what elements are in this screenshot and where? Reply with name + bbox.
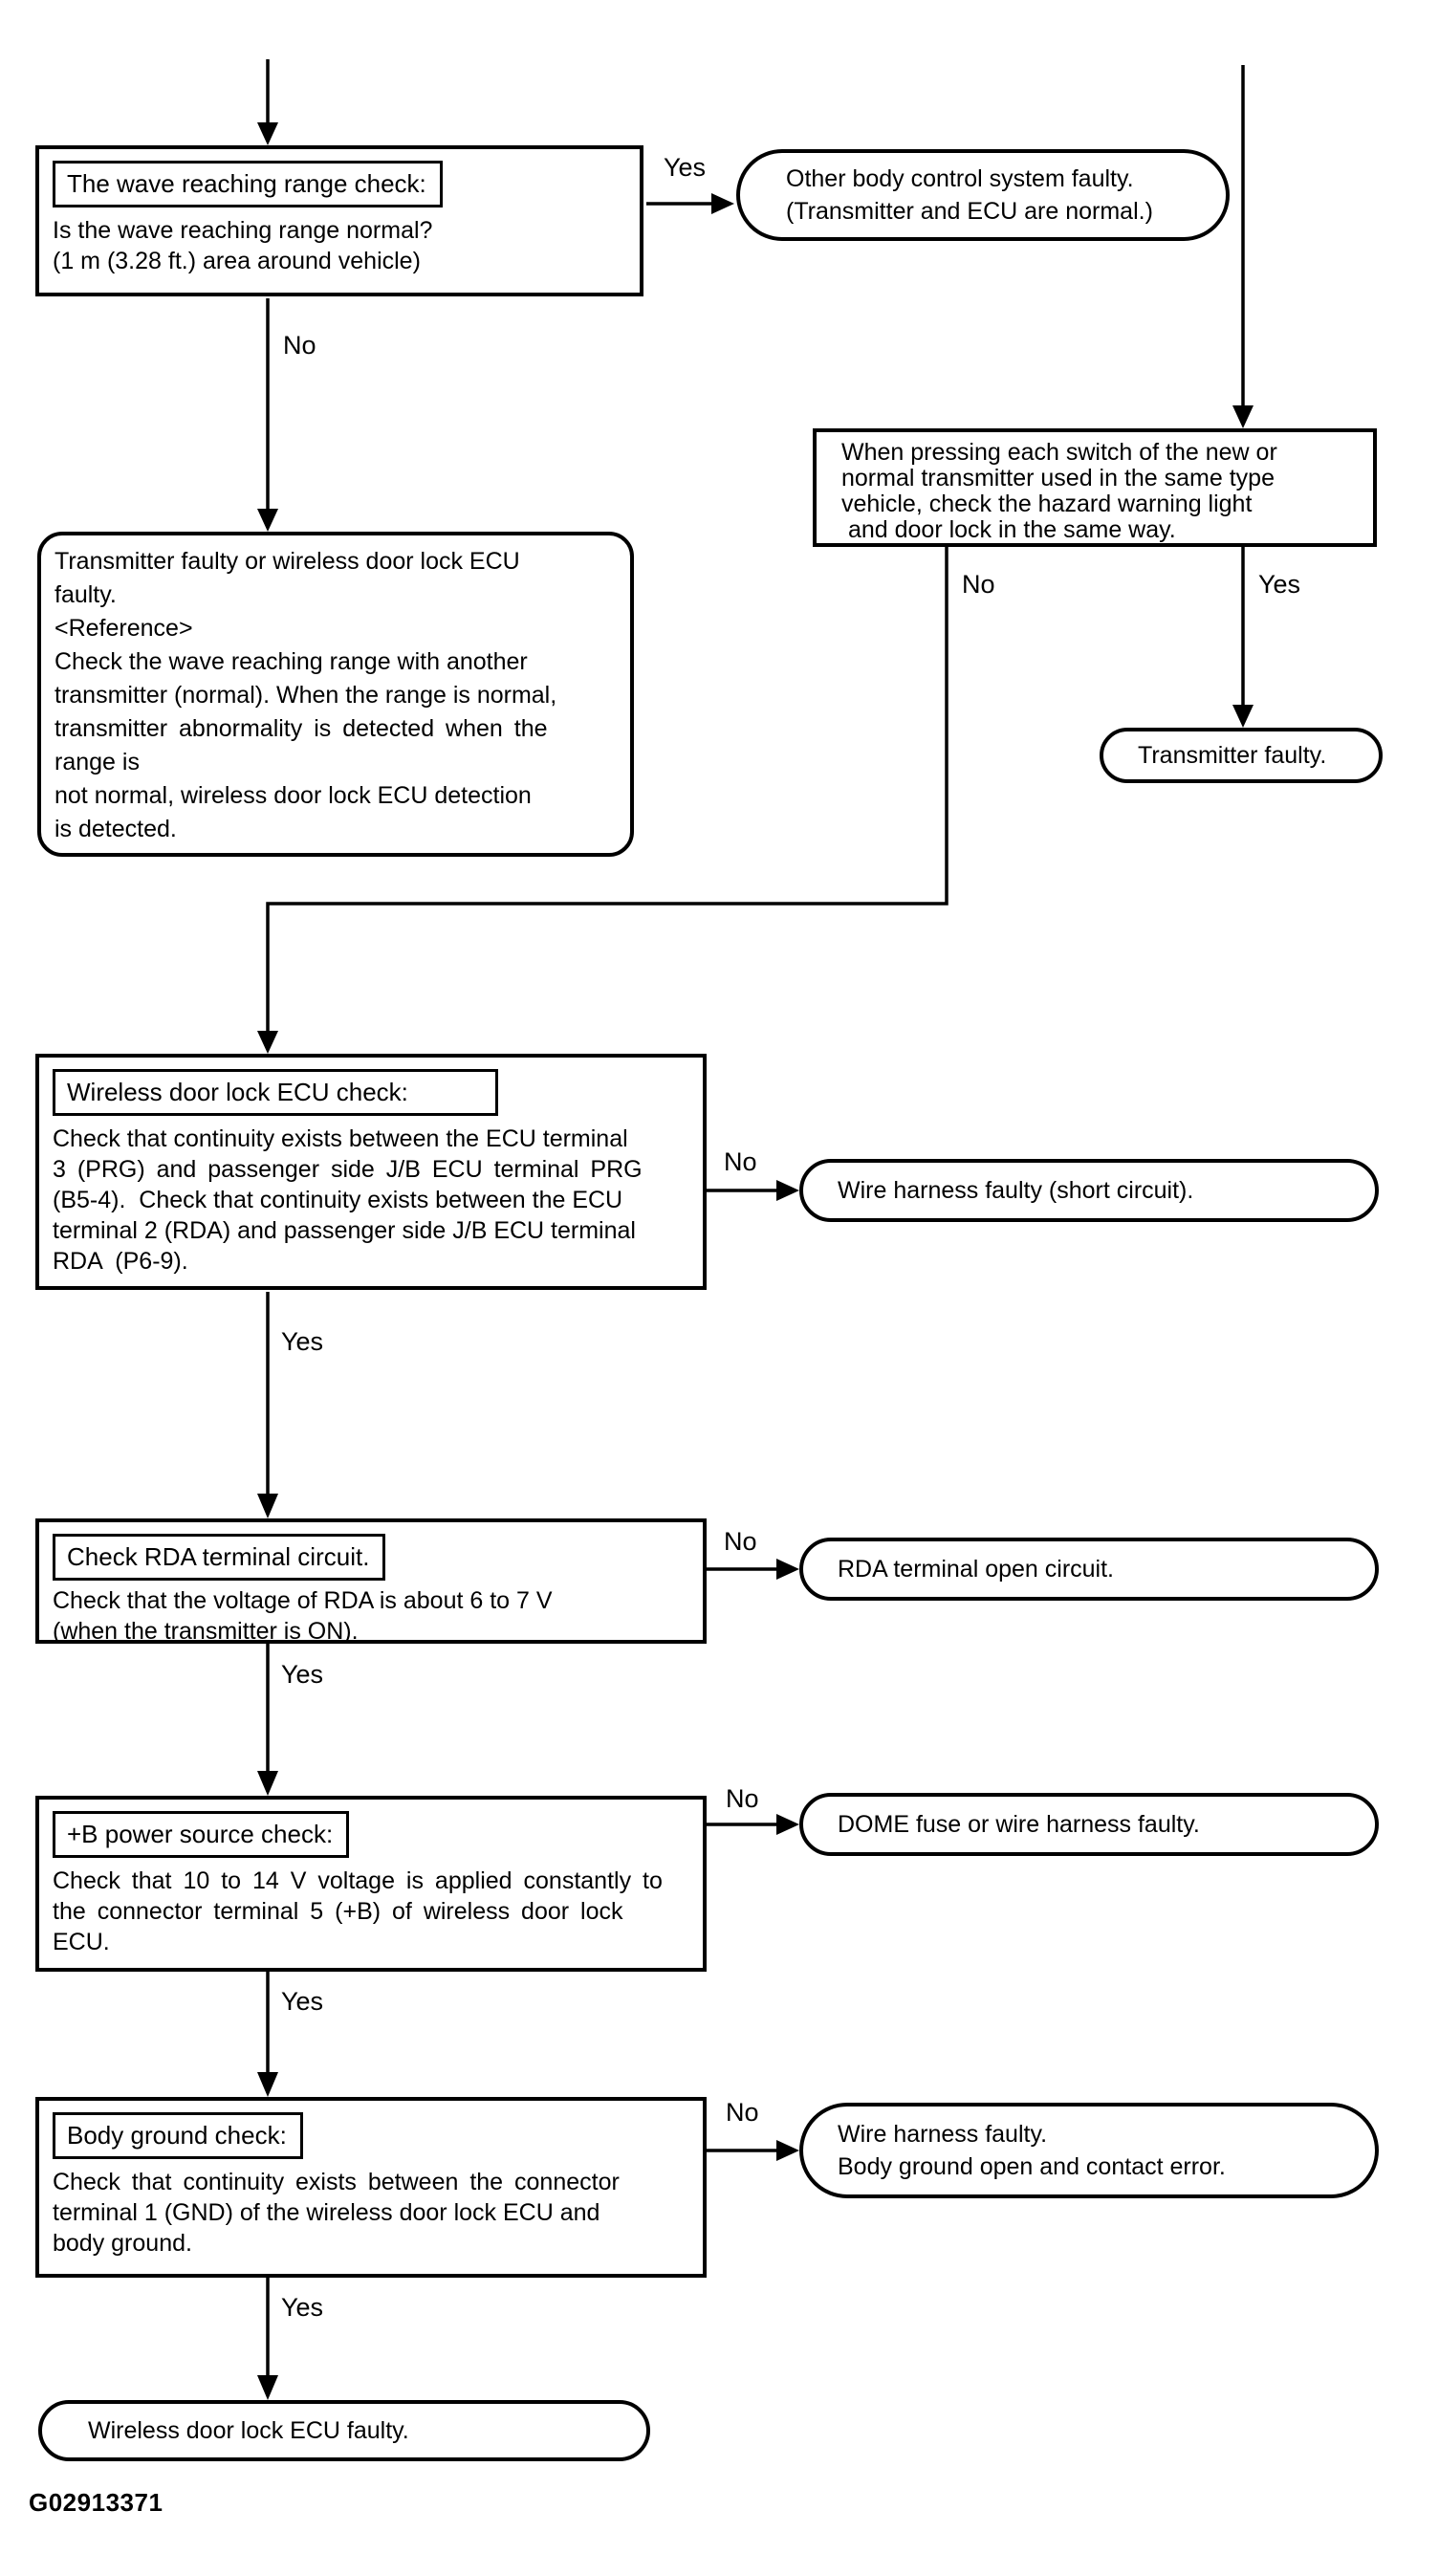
- node-wireless-ecu-check-title: Wireless door lock ECU check:: [53, 1069, 498, 1116]
- arrowhead-yes-press-switch: [1232, 705, 1254, 728]
- text-line: Check that continuity exists between the…: [53, 1125, 628, 1152]
- arrowhead-yes-ecu-check: [257, 1494, 278, 1518]
- node-rda-terminal-check-title: Check RDA terminal circuit.: [53, 1534, 386, 1581]
- text-line: (Transmitter and ECU are normal.): [786, 198, 1153, 225]
- text-line: terminal 2 (RDA) and passenger side J/B …: [53, 1217, 636, 1244]
- edge-label-no-rda-check: No: [724, 1527, 757, 1556]
- text-line: RDA terminal open circuit.: [838, 1556, 1115, 1583]
- arrowhead-no-ground-check: [776, 2140, 799, 2161]
- connector-no-press-switch: [266, 547, 948, 1033]
- text-line: body ground.: [53, 2230, 192, 2257]
- text-line: range is: [55, 749, 140, 775]
- edge-label-yes-ecu-check: Yes: [281, 1327, 324, 1356]
- node-body-ground-check: Body ground check: Check that continuity…: [35, 2097, 707, 2278]
- arrowhead-yes-rda-check: [257, 1771, 278, 1796]
- arrowhead-no-press-switch: [257, 1031, 278, 1054]
- text-line: (1 m (3.28 ft.) area around vehicle): [53, 248, 421, 274]
- text-line: transmitter abnormality is detected when…: [55, 715, 548, 742]
- arrowhead-yes-power-check: [257, 2072, 278, 2097]
- text-line: Is the wave reaching range normal?: [53, 217, 433, 244]
- text-line: the connector terminal 5 (+B) of wireles…: [53, 1898, 623, 1925]
- text-line: DOME fuse or wire harness faulty.: [838, 1811, 1200, 1838]
- text-line: not normal, wireless door lock ECU detec…: [55, 782, 532, 809]
- terminator-wire-harness-ground-faulty: Wire harness faulty. Body ground open an…: [799, 2103, 1379, 2198]
- node-wave-range-check-title: The wave reaching range check:: [53, 161, 443, 207]
- terminator-other-body-control-faulty: Other body control system faulty. (Trans…: [736, 149, 1230, 241]
- edge-label-no-ground-check: No: [726, 2098, 759, 2127]
- edge-label-no-ecu-check: No: [724, 1147, 757, 1176]
- node-transmitter-or-ecu-faulty-reference: Transmitter faulty or wireless door lock…: [37, 532, 634, 857]
- text-line: Transmitter faulty.: [1138, 742, 1327, 769]
- figure-id-caption: G02913371: [29, 2488, 164, 2517]
- terminator-rda-open-circuit: RDA terminal open circuit.: [799, 1538, 1379, 1601]
- node-power-source-check: +B power source check: Check that 10 to …: [35, 1796, 707, 1972]
- arrowhead-no-ecu-check: [776, 1180, 799, 1201]
- edge-label-yes-wave: Yes: [664, 153, 707, 182]
- text-line: (when the transmitter is ON).: [53, 1618, 359, 1645]
- text-line: 3 (PRG) and passenger side J/B ECU termi…: [53, 1156, 643, 1183]
- terminator-wire-harness-short-circuit: Wire harness faulty (short circuit).: [799, 1159, 1379, 1222]
- edge-label-no-press-switch: No: [962, 570, 995, 599]
- text-line: vehicle, check the hazard warning light: [841, 491, 1253, 517]
- text-line: Check that continuity exists between the…: [53, 2169, 620, 2195]
- edge-label-no-wave: No: [283, 331, 316, 360]
- text-line: and door lock in the same way.: [841, 516, 1176, 543]
- text-line: RDA (P6-9).: [53, 1248, 188, 1275]
- text-line: Other body control system faulty.: [786, 165, 1134, 192]
- node-rda-terminal-check: Check RDA terminal circuit. Check that t…: [35, 1518, 707, 1645]
- node-body-ground-check-title: Body ground check:: [53, 2112, 303, 2159]
- arrowhead-entry-top: [257, 122, 278, 145]
- text-line: Wire harness faulty.: [838, 2121, 1048, 2148]
- terminator-transmitter-faulty: Transmitter faulty.: [1100, 728, 1383, 783]
- edge-label-yes-ground-check: Yes: [281, 2293, 324, 2322]
- text-line: ECU.: [53, 1929, 110, 1955]
- edge-label-yes-rda-check: Yes: [281, 1660, 324, 1689]
- terminator-dome-fuse-faulty: DOME fuse or wire harness faulty.: [799, 1793, 1379, 1856]
- text-line: Check the wave reaching range with anoth…: [55, 648, 528, 675]
- text-line: Body ground open and contact error.: [838, 2153, 1226, 2180]
- edge-label-yes-press-switch: Yes: [1258, 570, 1301, 599]
- text-line: transmitter (normal). When the range is …: [55, 682, 557, 709]
- text-line: faulty.: [55, 581, 117, 608]
- text-line: <Reference>: [55, 615, 193, 642]
- node-wave-range-check: The wave reaching range check: Is the wa…: [35, 145, 643, 296]
- text-line: When pressing each switch of the new or: [841, 439, 1277, 466]
- arrowhead-yes-ground-check: [257, 2375, 278, 2400]
- arrowhead-no-rda-check: [776, 1559, 799, 1580]
- arrowhead-yes-wave: [711, 193, 734, 214]
- text-line: Check that the voltage of RDA is about 6…: [53, 1587, 553, 1614]
- text-line: terminal 1 (GND) of the wireless door lo…: [53, 2199, 600, 2226]
- text-line: Check that 10 to 14 V voltage is applied…: [53, 1867, 663, 1894]
- text-line: normal transmitter used in the same type: [841, 465, 1275, 491]
- text-line: is detected.: [55, 816, 177, 842]
- text-line: Transmitter faulty or wireless door lock…: [55, 548, 520, 575]
- text-line: Wireless door lock ECU faulty.: [88, 2417, 409, 2444]
- arrowhead-no-wave: [257, 509, 278, 532]
- arrowhead-entry-right: [1232, 405, 1254, 428]
- text-line: Wire harness faulty (short circuit).: [838, 1177, 1194, 1204]
- node-press-switch-check: When pressing each switch of the new or …: [813, 428, 1377, 547]
- edge-label-no-power-check: No: [726, 1784, 759, 1813]
- text-line: (B5-4). Check that continuity exists bet…: [53, 1187, 623, 1213]
- terminator-wireless-ecu-faulty: Wireless door lock ECU faulty.: [38, 2400, 650, 2461]
- arrowhead-no-power-check: [776, 1814, 799, 1835]
- node-power-source-check-title: +B power source check:: [53, 1811, 350, 1858]
- node-wireless-ecu-check: Wireless door lock ECU check: Check that…: [35, 1054, 707, 1290]
- edge-label-yes-power-check: Yes: [281, 1987, 324, 2016]
